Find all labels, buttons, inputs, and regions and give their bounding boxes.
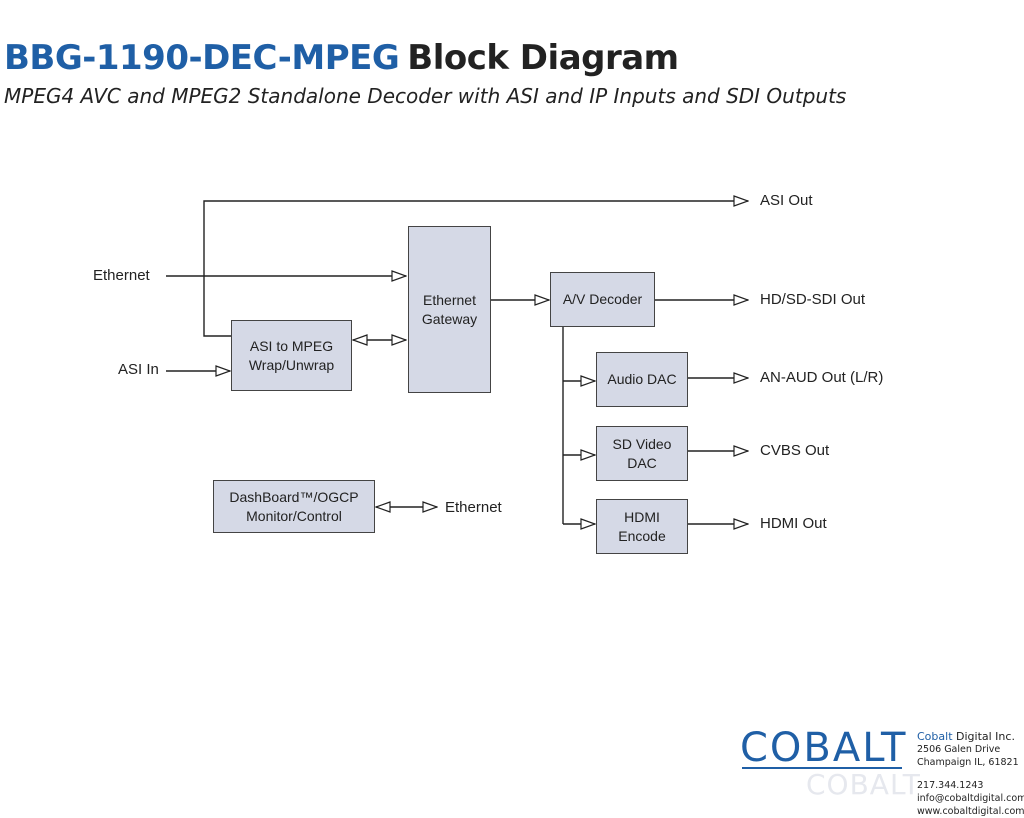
- address-line-2: Champaign IL, 61821: [917, 757, 1019, 768]
- address-line-1: 2506 Galen Drive: [917, 744, 1001, 755]
- company-name: Cobalt Digital Inc.: [917, 730, 1024, 743]
- wire-asi-out: [203, 201, 748, 337]
- title-model: BBG-1190-DEC-MPEG: [4, 38, 400, 78]
- company-name-rest: Digital Inc.: [952, 730, 1015, 743]
- input-ethernet-label: Ethernet: [93, 267, 150, 284]
- contact-block: Cobalt Digital Inc. 2506 Galen Drive Cha…: [917, 730, 1024, 818]
- audio-dac-block: Audio DAC: [596, 352, 688, 407]
- phone-number: 217.344.1243: [917, 780, 984, 791]
- control-ethernet-label: Ethernet: [445, 499, 502, 516]
- company-name-brand: Cobalt: [917, 730, 953, 743]
- sd-video-dac-block: SD Video DAC: [596, 426, 688, 481]
- page-subtitle: MPEG4 AVC and MPEG2 Standalone Decoder w…: [4, 84, 847, 108]
- ethernet-gateway-block: Ethernet Gateway: [408, 226, 491, 393]
- cobalt-logo: COBALT: [740, 725, 908, 771]
- dashboard-block: DashBoard™/OGCP Monitor/Control: [213, 480, 375, 533]
- audio-dac-label: Audio DAC: [607, 371, 677, 387]
- logo-underline: [742, 767, 902, 769]
- asi-wrap-label: ASI to MPEG Wrap/Unwrap: [248, 337, 335, 373]
- output-hdmi-label: HDMI Out: [760, 515, 827, 532]
- dashboard-label: DashBoard™/OGCP Monitor/Control: [229, 488, 359, 524]
- asi-wrap-block: ASI to MPEG Wrap/Unwrap: [231, 320, 352, 391]
- email-address: info@cobaltdigital.com: [917, 793, 1024, 804]
- av-decoder-block: A/V Decoder: [550, 272, 655, 327]
- title-kind: Block Diagram: [407, 38, 679, 78]
- website: www.cobaltdigital.com: [917, 806, 1024, 817]
- output-cvbs-label: CVBS Out: [760, 442, 830, 459]
- output-sdi-out-label: HD/SD-SDI Out: [760, 291, 866, 308]
- output-an-aud-label: AN-AUD Out (L/R): [760, 369, 884, 386]
- hdmi-encode-label: HDMI Encode: [618, 508, 666, 544]
- input-asi-in-label: ASI In: [118, 361, 159, 378]
- av-decoder-label: A/V Decoder: [562, 291, 643, 307]
- sd-video-dac-label: SD Video DAC: [612, 435, 672, 471]
- output-asi-out-label: ASI Out: [760, 192, 813, 209]
- hdmi-encode-block: HDMI Encode: [596, 499, 688, 554]
- logo-reflection: COBALT: [806, 768, 921, 801]
- ethernet-gateway-label: Ethernet Gateway: [421, 291, 478, 327]
